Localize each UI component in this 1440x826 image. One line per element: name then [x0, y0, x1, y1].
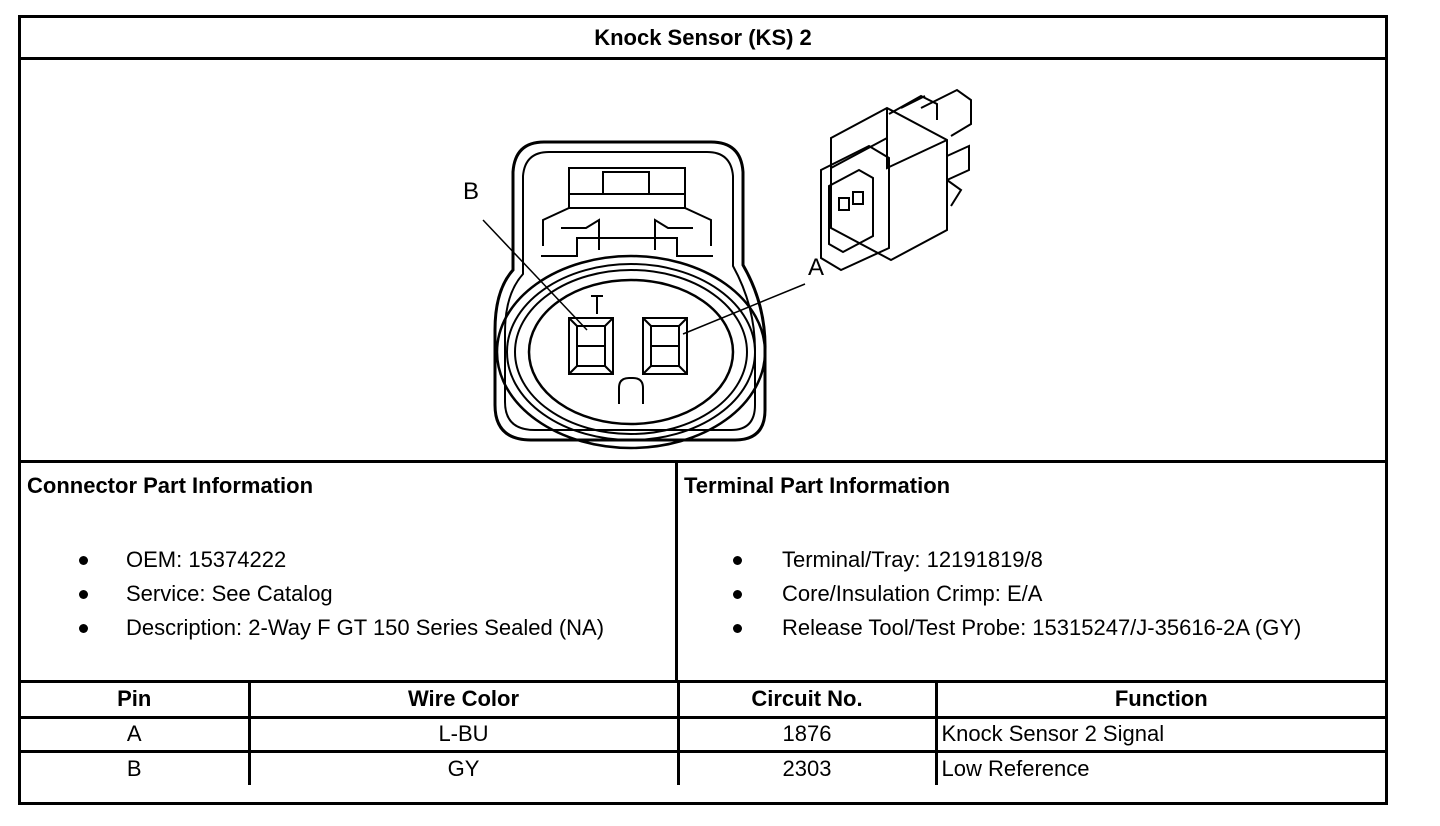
bullet-icon — [79, 590, 88, 599]
bullet-icon — [79, 624, 88, 633]
cell-pin: A — [21, 715, 251, 753]
list-item: Service: See Catalog — [21, 577, 604, 611]
header-function: Function — [934, 683, 1385, 719]
connector-service: Service: See Catalog — [126, 581, 333, 606]
header-pin: Pin — [21, 683, 251, 719]
cell-circuit-no: 2303 — [676, 749, 938, 785]
connector-oem: OEM: 15374222 — [126, 547, 287, 572]
terminal-info-heading: Terminal Part Information — [684, 473, 951, 498]
bullet-icon — [733, 556, 742, 565]
cell-wire-color: GY — [247, 749, 680, 785]
part-info-section: Connector Part Information OEM: 15374222… — [21, 463, 1385, 683]
terminal-crimp: Core/Insulation Crimp: E/A — [782, 581, 1043, 606]
pin-label-a: A — [808, 254, 825, 281]
terminal-release-tool: Release Tool/Test Probe: 15315247/J-3561… — [782, 615, 1302, 640]
connector-drawing — [482, 88, 972, 450]
table-row: B GY 2303 Low Reference — [21, 749, 1385, 785]
terminal-tray: Terminal/Tray: 12191819/8 — [782, 547, 1043, 572]
connector-figure: B A — [21, 60, 1385, 463]
list-item: Terminal/Tray: 12191819/8 — [678, 543, 1301, 577]
pin-label-b: B — [463, 178, 480, 205]
terminal-info-list: Terminal/Tray: 12191819/8 Core/Insulatio… — [678, 543, 1301, 645]
list-item: Description: 2-Way F GT 150 Series Seale… — [21, 611, 604, 645]
terminal-part-info: Terminal Part Information Terminal/Tray:… — [678, 463, 1385, 680]
page-title: Knock Sensor (KS) 2 — [21, 18, 1385, 60]
connector-part-info: Connector Part Information OEM: 15374222… — [21, 463, 678, 680]
table-header-row: Pin Wire Color Circuit No. Function — [21, 683, 1385, 719]
bullet-icon — [79, 556, 88, 565]
bullet-icon — [733, 590, 742, 599]
connector-iso-view — [820, 88, 972, 272]
cell-circuit-no: 1876 — [676, 715, 938, 753]
cell-function: Knock Sensor 2 Signal — [934, 715, 1385, 753]
pin-table: Pin Wire Color Circuit No. Function A L-… — [21, 683, 1385, 785]
bullet-icon — [733, 624, 742, 633]
list-item: Release Tool/Test Probe: 15315247/J-3561… — [678, 611, 1301, 645]
connector-info-heading: Connector Part Information — [27, 473, 314, 498]
connector-face-view — [482, 140, 806, 450]
table-row: A L-BU 1876 Knock Sensor 2 Signal — [21, 715, 1385, 753]
header-circuit-no: Circuit No. — [676, 683, 938, 719]
header-wire-color: Wire Color — [247, 683, 680, 719]
connector-sheet: Knock Sensor (KS) 2 — [18, 15, 1388, 805]
list-item: OEM: 15374222 — [21, 543, 604, 577]
cell-pin: B — [21, 749, 251, 785]
connector-info-list: OEM: 15374222 Service: See Catalog Descr… — [21, 543, 604, 645]
connector-description: Description: 2-Way F GT 150 Series Seale… — [126, 615, 605, 640]
cell-wire-color: L-BU — [247, 715, 680, 753]
cell-function: Low Reference — [934, 749, 1385, 785]
list-item: Core/Insulation Crimp: E/A — [678, 577, 1301, 611]
